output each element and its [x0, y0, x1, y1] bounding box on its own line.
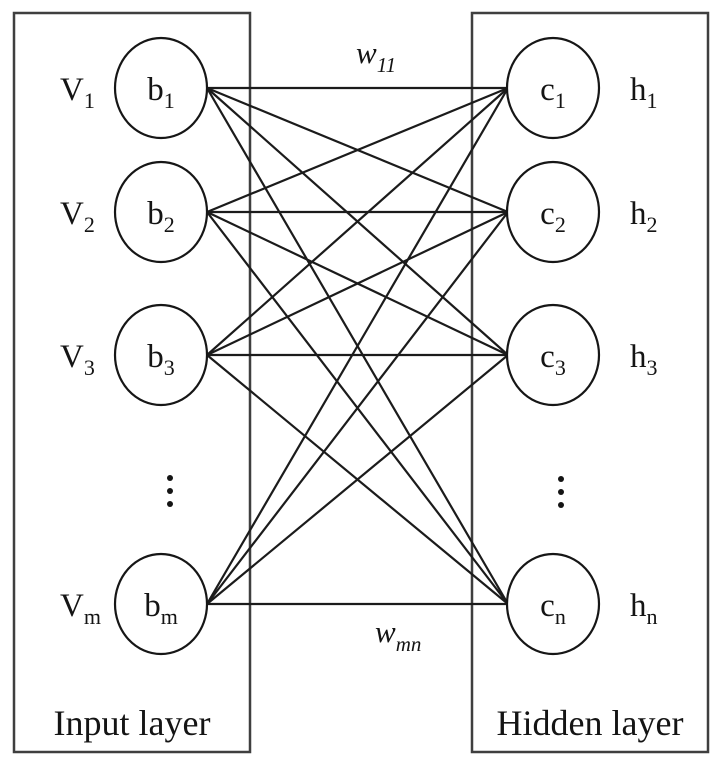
node-label-c2: c2 — [540, 196, 566, 237]
input-layer-box — [12, 11, 252, 754]
node-b2 — [113, 160, 209, 264]
node-label-cn: cn — [540, 588, 566, 629]
edge-bm-c3 — [206, 354, 509, 605]
unit-label-V2: V2 — [60, 196, 95, 237]
edge-bm-c2 — [206, 211, 509, 605]
ellipsis-dot-2 — [558, 502, 564, 508]
ellipsis-dot-1 — [558, 489, 564, 495]
ellipsis-dot-0 — [167, 475, 173, 481]
ellipsis-dot-1 — [167, 488, 173, 494]
node-label-c3: c3 — [540, 339, 566, 380]
edge-bm-c1 — [206, 87, 509, 605]
node-c2 — [505, 160, 601, 264]
hidden-layer-box — [470, 11, 710, 754]
node-cn — [505, 552, 601, 656]
unit-label-h2: h2 — [630, 196, 658, 237]
node-bm — [113, 552, 209, 656]
edge-b2-c1 — [206, 86, 509, 214]
edge-b3-c1 — [206, 87, 509, 356]
ellipsis-dot-0 — [558, 476, 564, 482]
weight-label-w11: w11 — [356, 35, 396, 77]
node-label-b1: b1 — [147, 72, 175, 113]
node-c3 — [505, 303, 601, 407]
node-label-b3: b3 — [147, 339, 175, 380]
ellipsis-dot-2 — [167, 501, 173, 507]
node-c1 — [505, 36, 601, 140]
unit-label-V1: V1 — [60, 72, 95, 113]
edge-b3-c2 — [206, 211, 509, 356]
layer-title: Hidden layer — [497, 703, 684, 743]
unit-label-h3: h3 — [630, 339, 658, 380]
weight-label-wmn: wmn — [375, 614, 421, 656]
unit-label-Vm: Vm — [60, 588, 101, 629]
node-label-c1: c1 — [540, 72, 566, 113]
node-b3 — [113, 303, 209, 407]
unit-label-hn: hn — [630, 588, 658, 629]
node-label-bm: bm — [144, 588, 178, 629]
node-b1 — [113, 36, 209, 140]
layer-title: Input layer — [54, 703, 211, 743]
unit-label-h1: h1 — [630, 72, 658, 113]
unit-label-V3: V3 — [60, 339, 95, 380]
node-label-b2: b2 — [147, 196, 175, 237]
